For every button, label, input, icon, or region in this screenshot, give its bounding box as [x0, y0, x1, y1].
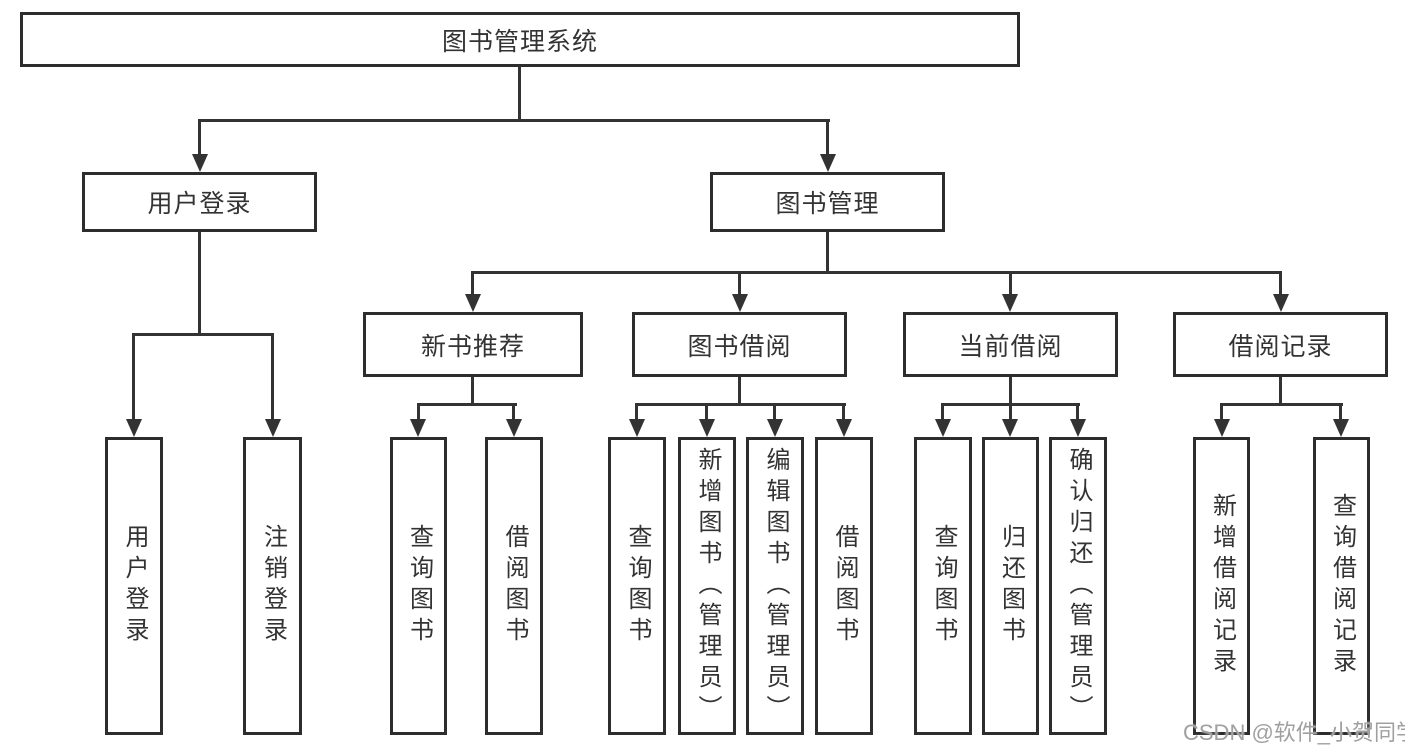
node-leaf-cb-return-books-label: 归还图书 — [997, 524, 1025, 648]
node-leaf-br-add-record: 新增借阅记录 — [1193, 437, 1250, 735]
node-new-book-rec-label: 新书推荐 — [420, 332, 525, 361]
arrowhead-user-login — [192, 154, 208, 172]
arrowhead-bb-edit — [767, 419, 783, 437]
connector-drop-nbr-query — [417, 403, 420, 422]
node-leaf-nbr-borrow-books-label: 借阅图书 — [501, 524, 528, 648]
connector-book-mgmt-bar — [471, 271, 1282, 274]
node-leaf-logout-label: 注销登录 — [259, 524, 287, 648]
connector-current-borrow-stem — [1009, 377, 1012, 406]
connector-drop-cb-query — [941, 403, 944, 422]
arrowhead-cb-return — [1002, 419, 1018, 437]
arrowhead-bb-borrow — [836, 419, 852, 437]
node-leaf-br-add-record-label: 新增借阅记录 — [1208, 493, 1236, 679]
node-leaf-cb-return-books: 归还图书 — [982, 437, 1039, 735]
node-current-borrow-label: 当前借阅 — [958, 332, 1063, 361]
connector-book-borrow-stem — [738, 377, 741, 406]
connector-drop-cb-confirm — [1076, 403, 1079, 422]
node-leaf-user-login: 用户登录 — [105, 437, 163, 735]
node-leaf-bb-query-books: 查询图书 — [608, 437, 666, 735]
connector-drop-user-login — [198, 119, 201, 157]
connector-new-book-rec-stem — [471, 377, 474, 406]
arrowhead-br-add — [1214, 419, 1230, 437]
connector-drop-book-borrow — [738, 271, 741, 296]
connector-drop-cb-return — [1009, 403, 1012, 422]
connector-drop-bb-add — [705, 403, 708, 422]
arrowhead-bb-add — [699, 419, 715, 437]
connector-drop-bb-query — [635, 403, 638, 422]
node-user-login: 用户登录 — [82, 172, 317, 232]
connector-drop-nbr-borrow — [512, 403, 515, 422]
connector-drop-book-mgmt — [826, 119, 829, 157]
arrowhead-cb-query — [935, 419, 951, 437]
node-leaf-nbr-query-books: 查询图书 — [390, 437, 447, 735]
arrowhead-leaf-logout — [265, 419, 281, 437]
connector-user-login-stem — [198, 232, 201, 336]
node-leaf-user-login-label: 用户登录 — [121, 524, 148, 648]
node-leaf-br-query-record: 查询借阅记录 — [1313, 437, 1370, 735]
arrowhead-book-mgmt — [820, 154, 836, 172]
node-root: 图书管理系统 — [20, 12, 1020, 67]
node-leaf-bb-edit-books-admin: 编辑图书（管理员） — [746, 437, 804, 735]
node-leaf-bb-add-books-admin: 新增图书（管理员） — [678, 437, 736, 735]
connector-drop-leaf-user-login — [132, 333, 135, 421]
node-leaf-cb-query-books-label: 查询图书 — [930, 524, 957, 648]
connector-drop-current-borrow — [1009, 271, 1012, 296]
arrowhead-bb-query — [629, 419, 645, 437]
connector-drop-borrow-record — [1279, 271, 1282, 296]
arrowhead-book-borrow — [732, 294, 748, 312]
node-book-borrow: 图书借阅 — [632, 312, 847, 377]
connector-new-book-rec-bar — [417, 403, 517, 406]
node-new-book-rec: 新书推荐 — [363, 312, 583, 377]
arrowhead-borrow-record — [1273, 294, 1289, 312]
node-leaf-nbr-borrow-books: 借阅图书 — [485, 437, 543, 735]
connector-user-login-bar — [132, 333, 274, 336]
arrowhead-nbr-borrow — [506, 419, 522, 437]
arrowhead-leaf-user-login — [126, 419, 142, 437]
arrowhead-current-borrow — [1002, 294, 1018, 312]
csdn-watermark: CSDN @软件_小贺同学 — [1183, 720, 1405, 745]
node-root-label: 图书管理系统 — [441, 27, 598, 56]
node-leaf-bb-borrow-books-label: 借阅图书 — [831, 524, 858, 648]
node-leaf-br-query-record-label: 查询借阅记录 — [1328, 493, 1356, 679]
connector-root-stem — [518, 66, 521, 121]
node-leaf-cb-confirm-return-admin-label: 确认归还（管理员） — [1065, 446, 1092, 726]
node-leaf-bb-borrow-books: 借阅图书 — [815, 437, 873, 735]
node-book-mgmt: 图书管理 — [710, 172, 945, 232]
node-leaf-nbr-query-books-label: 查询图书 — [405, 524, 433, 648]
connector-book-borrow-bar — [635, 403, 846, 406]
connector-drop-br-query — [1339, 403, 1342, 422]
node-user-login-label: 用户登录 — [147, 190, 252, 218]
node-book-borrow-label: 图书借阅 — [687, 332, 792, 361]
arrowhead-nbr-query — [410, 419, 426, 437]
arrowhead-cb-confirm — [1070, 419, 1086, 437]
node-borrow-record-label: 借阅记录 — [1228, 332, 1333, 361]
node-book-mgmt-label: 图书管理 — [775, 190, 880, 218]
connector-root-bar — [198, 119, 830, 122]
arrowhead-new-book-rec — [465, 294, 481, 312]
connector-drop-bb-edit — [773, 403, 776, 422]
node-leaf-cb-query-books: 查询图书 — [914, 437, 972, 735]
connector-drop-leaf-logout — [271, 333, 274, 421]
connector-borrow-record-stem — [1279, 377, 1282, 406]
node-leaf-bb-add-books-admin-label: 新增图书（管理员） — [694, 446, 721, 726]
node-leaf-bb-query-books-label: 查询图书 — [624, 524, 651, 648]
node-borrow-record: 借阅记录 — [1173, 312, 1388, 377]
connector-book-mgmt-stem — [826, 232, 829, 274]
arrowhead-br-query — [1333, 419, 1349, 437]
connector-borrow-record-bar — [1220, 403, 1343, 406]
node-leaf-logout: 注销登录 — [243, 437, 302, 735]
node-current-borrow: 当前借阅 — [903, 312, 1118, 377]
connector-drop-new-book-rec — [471, 271, 474, 296]
node-leaf-bb-edit-books-admin-label: 编辑图书（管理员） — [762, 446, 789, 726]
connector-drop-bb-borrow — [842, 403, 845, 422]
connector-drop-br-add — [1220, 403, 1223, 422]
node-leaf-cb-confirm-return-admin: 确认归还（管理员） — [1049, 437, 1107, 735]
